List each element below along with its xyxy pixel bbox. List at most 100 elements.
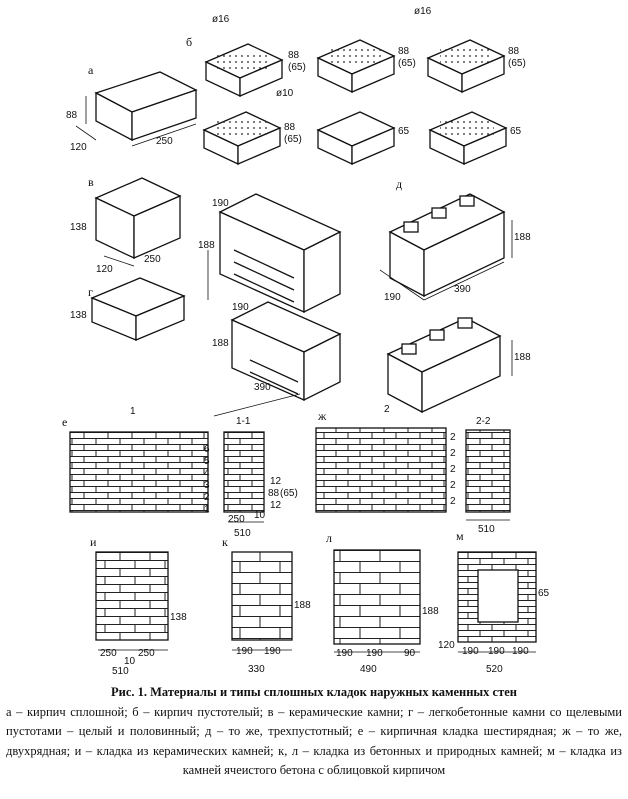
label-b: б — [186, 35, 192, 49]
course-6: 6 — [204, 444, 210, 455]
dim-d-390: 390 — [454, 284, 471, 295]
dim-a-88: 88 — [66, 110, 78, 121]
dim-a-120: 120 — [70, 142, 87, 153]
dim-i-510: 510 — [112, 666, 129, 677]
brick-hollow-2 — [316, 39, 396, 94]
slotted-block-2 — [230, 301, 342, 402]
figure-drawing: а б в г д е ж и к л м 1-1 2-2 1 2 ø16 ø1… — [62, 6, 550, 677]
dim-m-190c: 190 — [512, 646, 529, 657]
dim-k-190: 190 — [236, 646, 253, 657]
dim-e-65: (65) — [280, 488, 298, 499]
label-l: л — [326, 531, 332, 545]
label-zh: ж — [317, 409, 327, 423]
dim-m-520: 520 — [486, 664, 503, 675]
section-2-2: 2-2 — [476, 416, 491, 427]
dim-88d: 88 — [284, 122, 296, 133]
course2-d: 2 — [450, 480, 456, 491]
dim-d-188: 188 — [514, 232, 531, 243]
dim-m-190: 190 — [462, 646, 479, 657]
dim-e-250: 250 — [228, 514, 245, 525]
masonry-k — [231, 551, 293, 641]
dim-v-138: 138 — [70, 222, 87, 233]
masonry-e — [69, 431, 209, 513]
ceramic-stone-1 — [94, 177, 182, 260]
course2-e: 2 — [450, 496, 456, 507]
dim-l-90: 90 — [404, 648, 416, 659]
label-e: е — [62, 415, 67, 429]
masonry-l — [333, 549, 421, 645]
dim-a-250: 250 — [156, 136, 173, 147]
dim-65pc: (65) — [508, 58, 526, 69]
dim-65b: 65 — [510, 126, 522, 137]
section-1-1: 1-1 — [236, 416, 251, 427]
dim-e-12b: 12 — [270, 500, 282, 511]
dim-d10: ø10 — [276, 88, 294, 99]
brick-hollow-4 — [202, 111, 282, 166]
dim-88c: 88 — [508, 46, 520, 57]
dim-g-188: 188 — [198, 240, 215, 251]
dim-i-250b: 250 — [138, 648, 155, 659]
dim-g-188b: 188 — [212, 338, 229, 349]
label-d: д — [396, 177, 402, 191]
brick-hollow-5 — [316, 111, 396, 166]
dim-d-190: 190 — [384, 292, 401, 303]
dim-g-190: 190 — [212, 198, 229, 209]
dim-65pb: (65) — [398, 58, 416, 69]
dim-k-190b: 190 — [264, 646, 281, 657]
masonry-e-section — [223, 431, 265, 513]
masonry-i — [95, 551, 169, 641]
dim-g-190b: 190 — [232, 302, 249, 313]
label-v: в — [88, 175, 94, 189]
brick-hollow-6 — [428, 111, 508, 166]
three-hollow-block-1 — [388, 193, 506, 298]
dim-g-138: 138 — [70, 310, 87, 321]
dim-65: 65 — [398, 126, 410, 137]
dim-d-188b: 188 — [514, 352, 531, 363]
caption-body: а – кирпич сплошной; б – кирпич пустотел… — [6, 704, 622, 778]
course2-b: 2 — [450, 448, 456, 459]
label-g: г — [88, 285, 93, 299]
dim-e-510: 510 — [234, 528, 251, 539]
ceramic-stone-2 — [90, 277, 186, 341]
dim-e-10: 10 — [254, 510, 266, 521]
dim-d16: ø16 — [212, 14, 230, 25]
dim-l-190: 190 — [336, 648, 353, 659]
dim-l-188: 188 — [422, 606, 439, 617]
dim-88: 88 — [288, 50, 300, 61]
course-4: 4 — [204, 468, 210, 479]
dim-k-330: 330 — [248, 664, 265, 675]
dim-i-250: 250 — [100, 648, 117, 659]
course-3: 3 — [204, 480, 210, 491]
brick-hollow-1 — [204, 43, 284, 98]
dim-g-390: 390 — [254, 382, 271, 393]
dim-zh-510: 510 — [478, 524, 495, 535]
label-m: м — [456, 529, 464, 543]
dim-i-138: 138 — [170, 612, 187, 623]
dim-v-120: 120 — [96, 264, 113, 275]
dim-l-190b: 190 — [366, 648, 383, 659]
dim-v-250: 250 — [144, 254, 161, 265]
dim-m-65: 65 — [538, 588, 550, 599]
masonry-zh-section — [465, 429, 511, 513]
dim-88b: 88 — [398, 46, 410, 57]
dim-i-10: 10 — [124, 656, 136, 667]
label-a: а — [88, 63, 94, 77]
label-k: к — [222, 535, 228, 549]
figure-caption: Рис. 1. Материалы и типы сплошных кладок… — [6, 683, 622, 781]
dim-k-188: 188 — [294, 600, 311, 611]
dim-l-490: 490 — [360, 664, 377, 675]
brick-solid — [94, 71, 198, 142]
caption-title: Рис. 1. Материалы и типы сплошных кладок… — [110, 685, 517, 699]
dim-e-12: 12 — [270, 476, 282, 487]
label-i: и — [90, 535, 97, 549]
course2-c: 2 — [450, 464, 456, 475]
dim-65pd: (65) — [284, 134, 302, 145]
masonry-zh — [315, 427, 447, 513]
course2-a: 2 — [450, 432, 456, 443]
dim-65p: (65) — [288, 62, 306, 73]
section-mark-2: 2 — [384, 404, 390, 415]
dim-m-120: 120 — [438, 640, 455, 651]
slotted-block-1 — [218, 193, 342, 314]
course-2: 2 — [204, 492, 210, 503]
brick-hollow-3 — [426, 39, 506, 94]
